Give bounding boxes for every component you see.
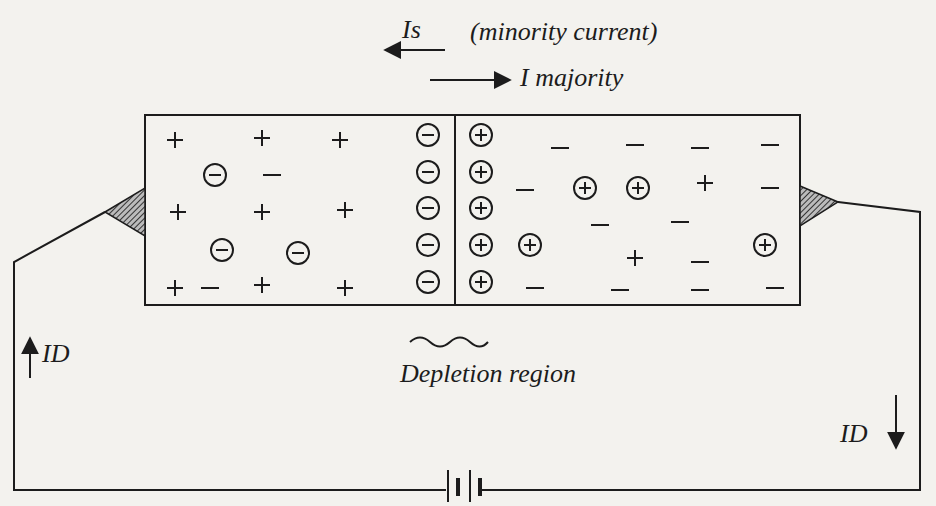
circuit-wire [482,202,920,490]
diode-current-arrow [29,338,31,378]
semiconductor-block [145,115,800,305]
current-symbol: ID [42,340,69,369]
region-label: Depletion region [400,360,576,389]
current-note: (minority current) [470,18,658,47]
depletion-ions [417,124,492,293]
current-symbol: ID [840,420,867,449]
depletion-brace [410,338,488,347]
battery-symbol [448,470,480,502]
right-contact [800,186,838,226]
minority-current-arrow [385,49,445,51]
majority-current-arrow [430,79,510,81]
p-region-charges [167,130,353,296]
current-symbol: Is [402,16,421,45]
diode-current-arrow [895,395,897,448]
junction-line [454,115,456,305]
n-region-charges [516,145,784,290]
circuit-wire [14,212,446,490]
current-symbol: I majority [520,64,623,93]
left-contact [105,188,145,236]
